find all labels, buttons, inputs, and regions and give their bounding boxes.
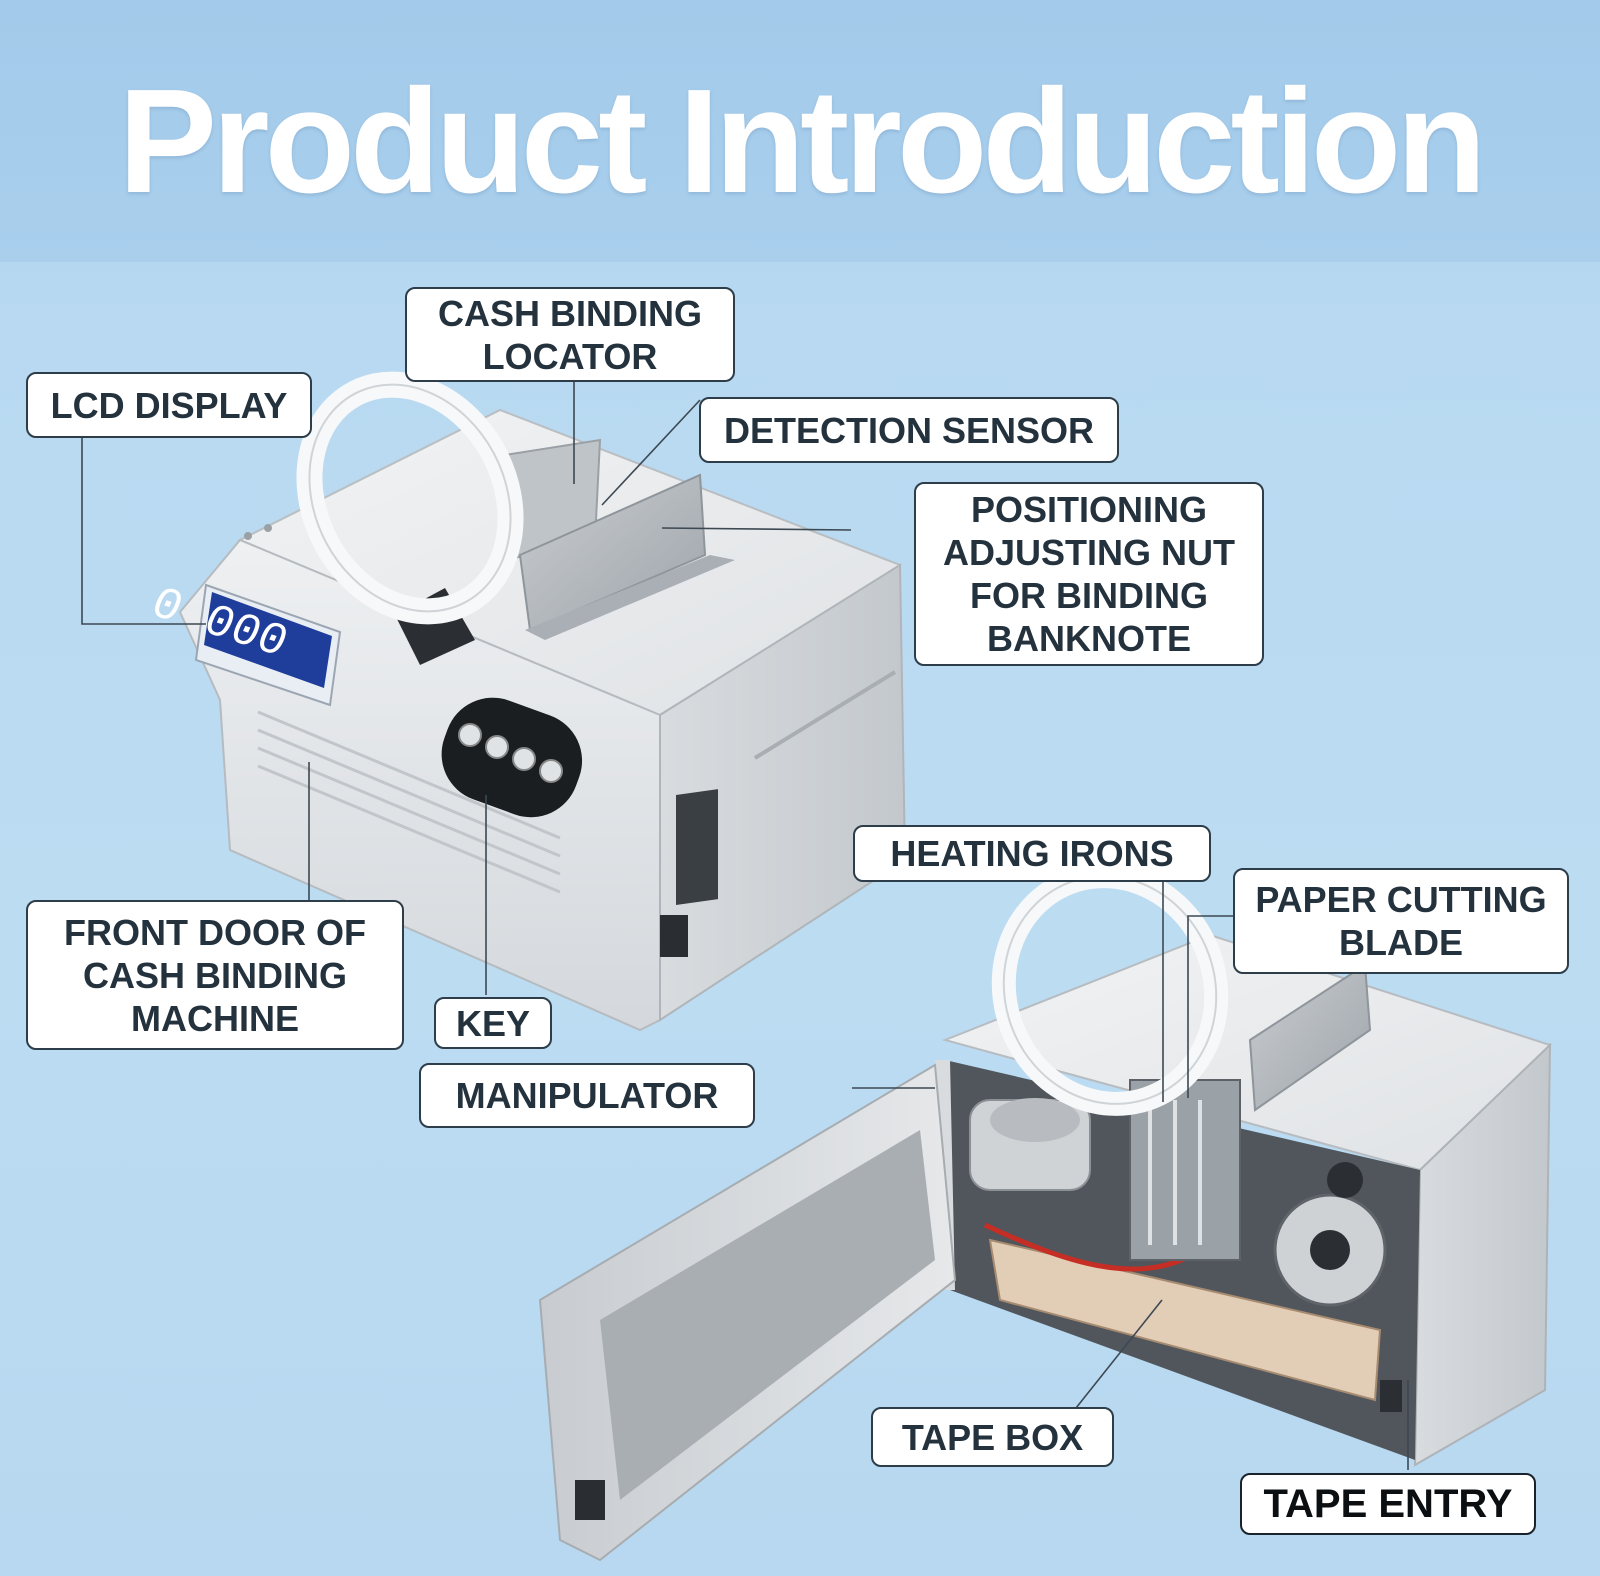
label-lcd-display: LCD DISPLAY <box>26 372 312 438</box>
label-paper-cutting-blade: PAPER CUTTING BLADE <box>1233 868 1569 974</box>
label-tape-box: TAPE BOX <box>871 1407 1114 1467</box>
open-machine <box>538 864 1552 1562</box>
label-positioning-adjusting-nut: POSITIONING ADJUSTING NUT FOR BINDING BA… <box>914 482 1264 666</box>
label-front-door: FRONT DOOR OF CASH BINDING MACHINE <box>26 900 404 1050</box>
label-cash-binding-locator: CASH BINDING LOCATOR <box>405 287 735 382</box>
label-manipulator: MANIPULATOR <box>419 1063 755 1128</box>
lcd-screen <box>204 592 332 688</box>
label-key: KEY <box>434 997 552 1049</box>
label-tape-entry: TAPE ENTRY <box>1240 1473 1536 1535</box>
leader-lines <box>81 380 1409 1470</box>
label-heating-irons: HEATING IRONS <box>853 825 1211 882</box>
label-detection-sensor: DETECTION SENSOR <box>699 397 1119 463</box>
closed-machine <box>178 371 907 1032</box>
title-banner <box>0 0 1600 262</box>
page-title: Product Introduction <box>118 59 1486 224</box>
